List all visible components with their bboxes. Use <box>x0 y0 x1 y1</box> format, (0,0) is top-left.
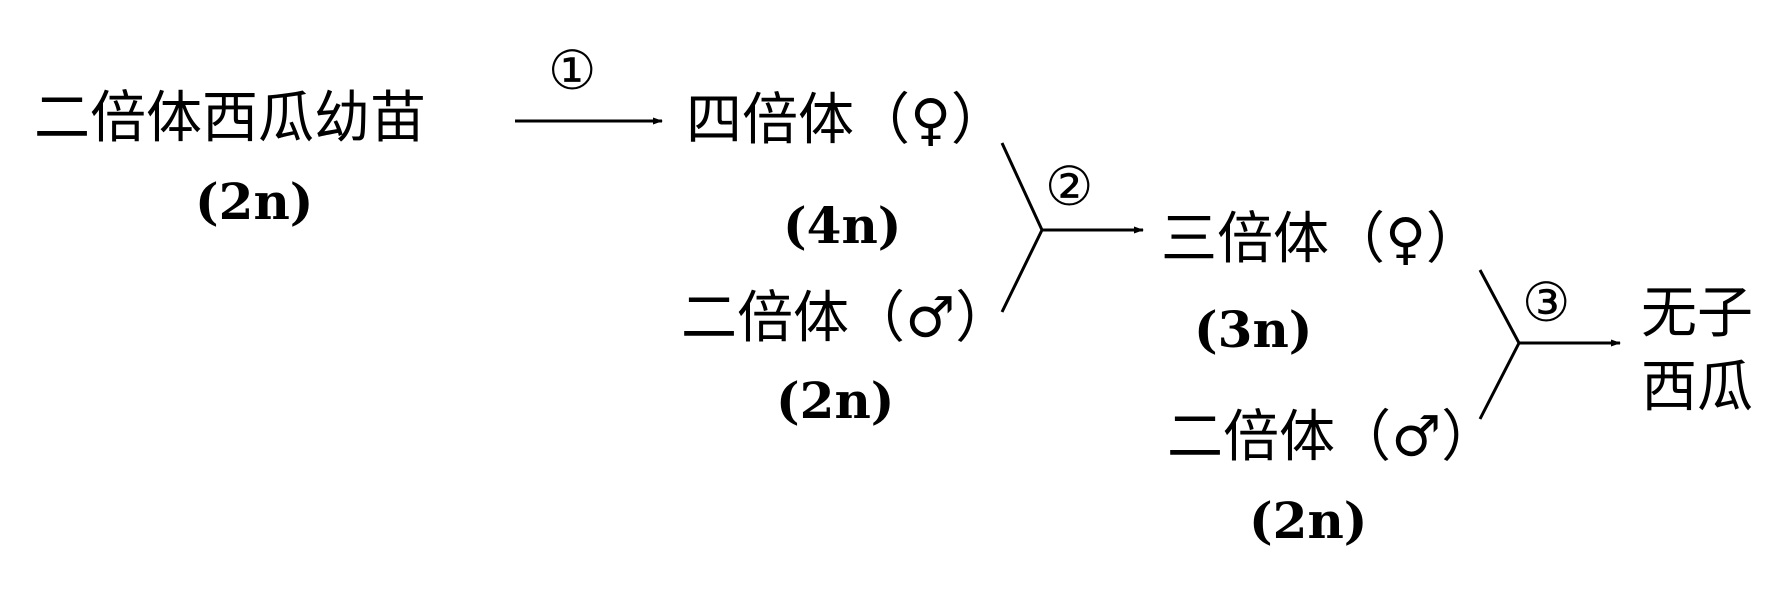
step-1-label: ① <box>548 39 597 102</box>
step-2-label: ② <box>1045 155 1094 218</box>
merge-lines-step-3 <box>1478 269 1521 420</box>
ploidy-diploid-male-1: (2n) <box>776 371 895 430</box>
ploidy-diploid-seedling: (2n) <box>195 172 314 231</box>
node-tetraploid-female: 四倍体（♀） <box>686 88 1007 153</box>
node-diploid-male-2: 二倍体（♂） <box>1167 405 1498 470</box>
ploidy-triploid: (3n) <box>1194 300 1313 359</box>
node-diploid-male-1: 二倍体（♂） <box>681 286 1012 351</box>
node-seedless-watermelon-line-1: 无子 <box>1641 281 1753 346</box>
node-triploid-female: 三倍体（♀） <box>1161 207 1482 272</box>
node-diploid-seedling: 二倍体西瓜幼苗 <box>34 86 426 151</box>
ploidy-tetraploid: (4n) <box>783 196 902 255</box>
step-3-label: ③ <box>1522 271 1571 334</box>
node-seedless-watermelon-line-2: 西瓜 <box>1641 355 1753 420</box>
ploidy-diploid-male-2: (2n) <box>1249 491 1368 550</box>
